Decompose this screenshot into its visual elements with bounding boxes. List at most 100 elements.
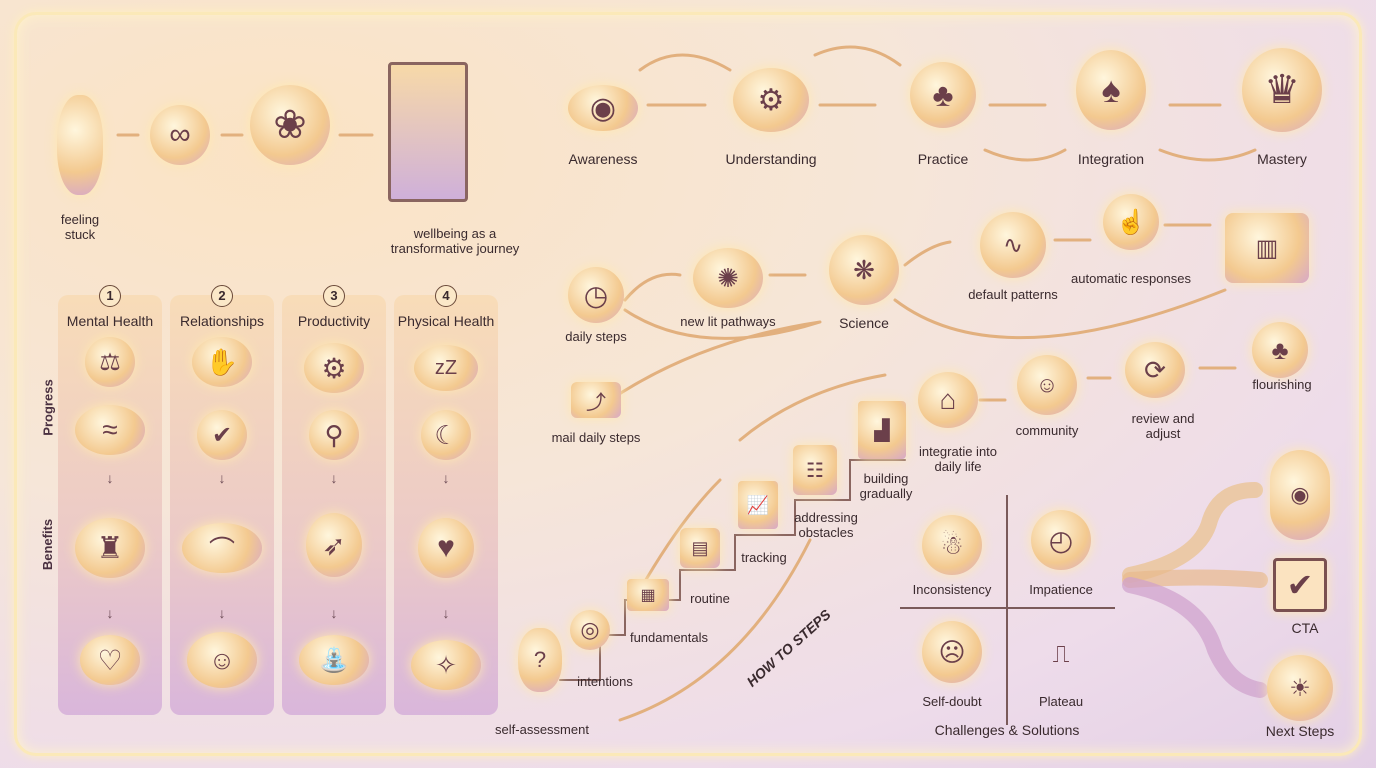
lotus-icon: ❀	[250, 85, 330, 165]
open-door-icon	[388, 62, 468, 202]
step-building-gradually: building gradually	[859, 471, 913, 501]
quadrant-divider	[1006, 495, 1008, 725]
target-flag-icon: ◎	[570, 610, 610, 650]
sunrise-road-icon: ☀	[1267, 655, 1333, 721]
progress-label: Progress	[40, 379, 56, 436]
self-hug-mirror-icon: ☹	[922, 621, 982, 683]
step-tracking: tracking	[741, 550, 787, 565]
arrow-down-icon: ↓	[106, 470, 114, 486]
ladder-icon: ☷	[793, 445, 837, 495]
gears-icon: ⚙	[304, 343, 364, 393]
blocks-icon: ▦	[627, 579, 669, 611]
eye-icon: ◉	[568, 85, 638, 131]
stopwatch-icon: ◴	[1031, 510, 1091, 570]
arrow-down-icon: ↓	[218, 605, 226, 621]
touch-icon: ☝	[1103, 194, 1159, 250]
stacked-blocks-icon: ▟	[858, 401, 906, 459]
step-intentions: intentions	[577, 674, 633, 689]
stage-practice: Practice	[917, 151, 969, 167]
city-icon: ▥	[1225, 213, 1309, 283]
benefits-label: Benefits	[40, 518, 56, 571]
journey-label: wellbeing as a transformative journey	[390, 226, 520, 256]
community-label: community	[1015, 423, 1079, 438]
chart-notebook-icon: 📈	[738, 481, 778, 529]
stretching-person-icon: ✧	[411, 640, 481, 690]
column-title: Mental Health	[66, 313, 154, 329]
person-check-icon: ✔	[197, 410, 247, 460]
new-pathways-label: new lit pathways	[680, 314, 776, 329]
daily-steps-label: daily steps	[565, 329, 627, 344]
community-icon: ☺	[1017, 355, 1077, 415]
stairs-bulb-icon: ⤴	[571, 382, 621, 418]
stage-understanding: Understanding	[725, 151, 817, 167]
column-title: Physical Health	[397, 313, 495, 329]
magnifier-icon: ⚲	[309, 410, 359, 460]
handshake-icon: ✋	[192, 337, 252, 387]
juggling-person-icon: ☃	[922, 515, 982, 575]
step-routine: routine	[690, 591, 730, 606]
group-icon: ☺	[187, 632, 257, 688]
automatic-responses-label: automatic responses	[1071, 271, 1191, 286]
brain-icon: ❋	[829, 235, 899, 305]
heartbeat-icon: ♡	[80, 635, 140, 685]
sprout-hand-icon: ♣	[910, 62, 976, 128]
step-fundamentals: fundamentals	[629, 630, 709, 645]
arrow-down-icon: ↓	[442, 470, 450, 486]
review-adjust-label: review and adjust	[1131, 411, 1195, 441]
challenge-inconsistency: Inconsistency	[912, 582, 992, 597]
heart-icon: ♥	[418, 518, 474, 578]
column-title: Productivity	[297, 313, 371, 329]
flourishing-plant-icon: ♣	[1252, 322, 1308, 378]
river-icon: ∿	[980, 212, 1046, 278]
column-title: Relationships	[179, 313, 265, 329]
column-number: 1	[99, 285, 121, 307]
flourishing-label: flourishing	[1252, 377, 1312, 392]
step-self-assessment: self-assessment	[495, 722, 589, 737]
arrow-down-icon: ↓	[442, 605, 450, 621]
rocket-icon: ➶	[306, 513, 362, 577]
cta-label: CTA	[1291, 620, 1319, 636]
eye-ear-hand-icon: ◉	[1270, 450, 1330, 540]
balance-head-icon: ⚖	[85, 337, 135, 387]
clock-icon: ◷	[568, 267, 624, 323]
brain-gears-icon: ⚙	[733, 68, 809, 132]
house-hand-icon: ⌂	[918, 372, 978, 428]
stage-mastery: Mastery	[1257, 151, 1307, 167]
feeling-stuck-label: feeling stuck	[60, 212, 100, 242]
calendar-icon: ▤	[680, 528, 720, 568]
next-steps-label: Next Steps	[1265, 723, 1335, 739]
stage-integration: Integration	[1077, 151, 1145, 167]
mirror-icon: ?	[518, 628, 562, 692]
column-number: 3	[323, 285, 345, 307]
challenge-impatience: Impatience	[1029, 582, 1093, 597]
rooted-plant-icon: ♠	[1076, 50, 1146, 130]
fountain-icon: ⛲	[299, 635, 369, 685]
challenge-plateau: Plateau	[1038, 694, 1084, 709]
challenges-title: Challenges & Solutions	[934, 722, 1080, 738]
bridge-icon: ⌒	[182, 523, 262, 573]
challenge-self-doubt: Self-doubt	[922, 694, 982, 709]
arrow-down-icon: ↓	[330, 605, 338, 621]
arrow-down-icon: ↓	[330, 470, 338, 486]
crowned-tree-icon: ♛	[1242, 48, 1322, 132]
step-addressing-obstacles: addressing obstacles	[794, 510, 858, 540]
wave-icon: ≈	[75, 405, 145, 455]
mail-daily-steps-label: mail daily steps	[551, 430, 641, 445]
column-number: 2	[211, 285, 233, 307]
knot-icon: ∞	[150, 105, 210, 165]
cycle-gears-icon: ⟳	[1125, 342, 1185, 398]
column-number: 4	[435, 285, 457, 307]
daily-life-label: integratie into daily life	[918, 444, 998, 474]
frame-border	[14, 12, 1362, 756]
quadrant-divider	[900, 607, 1115, 609]
stage-awareness: Awareness	[568, 151, 638, 167]
default-patterns-label: default patterns	[968, 287, 1058, 302]
lit-brain-icon: ✺	[693, 248, 763, 308]
checkbox-icon: ✔	[1273, 558, 1327, 612]
arrow-down-icon: ↓	[106, 605, 114, 621]
sleep-icon: zZ	[414, 345, 478, 391]
science-label: Science	[839, 315, 889, 331]
moon-icon: ☾	[421, 410, 471, 460]
castle-icon: ♜	[75, 518, 145, 578]
